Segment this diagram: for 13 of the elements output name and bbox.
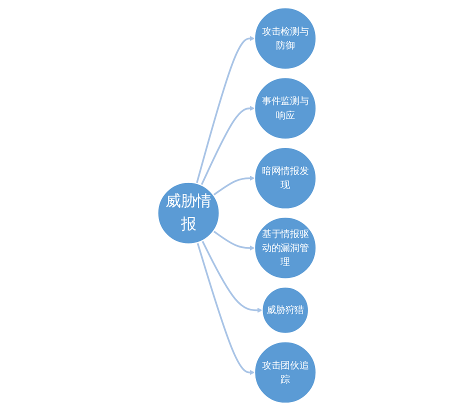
arrow <box>196 36 255 184</box>
node-circle: 事件监测与响应 <box>254 76 317 140</box>
node-circle: 攻击团伙追踪 <box>254 341 317 404</box>
node-circle: 暗网情报发现 <box>254 146 317 210</box>
node-circle: 攻击检测与防御 <box>254 7 317 70</box>
arrow <box>213 176 255 196</box>
node-circle: 威胁情报 <box>157 182 220 245</box>
arrow <box>196 242 255 376</box>
arrow <box>213 230 255 251</box>
node-circle: 威胁狩猎 <box>262 286 310 334</box>
arrow <box>202 240 262 313</box>
node-circle: 基于情报驱动的漏洞管理 <box>254 216 317 280</box>
arrow <box>200 106 255 186</box>
